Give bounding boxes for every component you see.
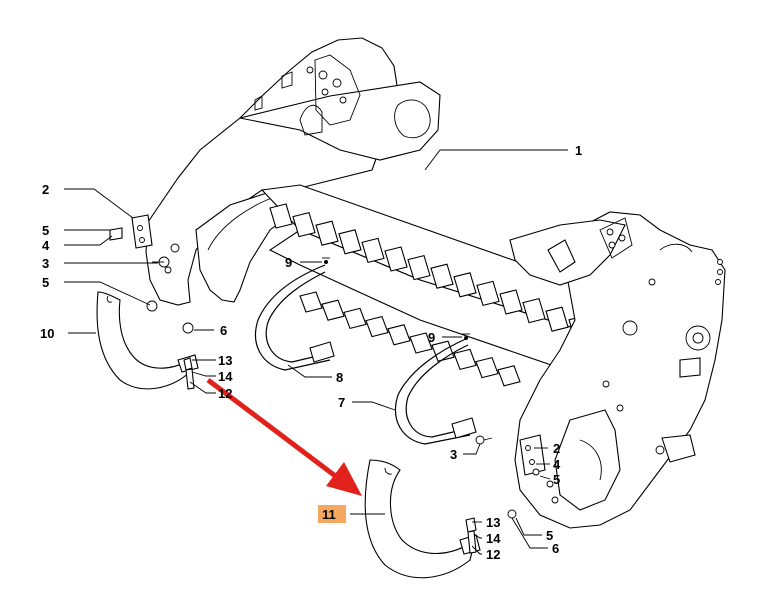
callout-9: 9 — [428, 330, 435, 345]
leader-3-right — [463, 443, 481, 455]
leader-5-bottom — [515, 517, 542, 536]
callout-4: 4 — [553, 457, 561, 472]
callout-1: 1 — [575, 143, 582, 158]
step-plate — [343, 307, 367, 330]
steps-lower-row — [299, 291, 521, 387]
leader-14-left — [191, 371, 216, 377]
callout-11: 11 — [322, 507, 336, 522]
callout-9: 9 — [285, 255, 292, 270]
callout-2: 2 — [553, 441, 560, 456]
callout-5: 5 — [546, 528, 553, 543]
leader-4-left — [64, 235, 113, 246]
step-plate — [409, 332, 433, 354]
bracket-left — [109, 214, 194, 334]
right-side-plate — [509, 211, 726, 529]
flap-right-11 — [364, 459, 481, 579]
callout-5: 5 — [42, 223, 49, 238]
callout-6: 6 — [552, 541, 559, 556]
callout-7: 7 — [338, 395, 345, 410]
leader-5-right — [539, 475, 551, 480]
step-plate — [407, 254, 431, 281]
callout-4: 4 — [42, 238, 50, 253]
step-plate — [522, 297, 546, 324]
leader-14-right — [473, 533, 482, 539]
step-plate — [453, 272, 477, 298]
callout-10: 10 — [40, 326, 54, 341]
callout-3: 3 — [450, 447, 457, 462]
callout-5: 5 — [42, 275, 49, 290]
leader-2-left — [64, 188, 134, 219]
step-plate — [545, 306, 569, 332]
leader-5-left — [64, 281, 151, 306]
step-plate — [365, 315, 389, 338]
callout-12: 12 — [218, 386, 232, 401]
step-plate — [475, 356, 499, 379]
step-plate — [361, 237, 385, 264]
callout-labels: 1 2 5 4 3 5 10 6 13 14 12 9 8 9 7 3 2 4 … — [40, 143, 582, 562]
leader-7 — [352, 401, 396, 411]
highlight-box-11 — [318, 505, 346, 523]
callout-12: 12 — [486, 547, 500, 562]
leader-8 — [287, 364, 332, 378]
callout-14: 14 — [486, 531, 501, 546]
leader-12-right — [471, 545, 482, 555]
leader-lines — [64, 149, 568, 555]
callout-6: 6 — [220, 323, 227, 338]
callout-5: 5 — [553, 472, 560, 487]
callout-14: 14 — [218, 369, 233, 384]
callout-8: 8 — [336, 370, 343, 385]
step-plate — [476, 280, 500, 307]
step-plate — [292, 211, 316, 238]
step-plate — [269, 203, 293, 229]
step-plate — [430, 263, 454, 289]
leader-6-right — [511, 517, 548, 549]
fasteners — [183, 257, 517, 554]
step-plate — [338, 229, 362, 255]
step-plate — [384, 246, 408, 272]
belt-lower-7 — [394, 337, 477, 445]
leader-12-left — [189, 381, 216, 394]
step-plate — [315, 220, 339, 246]
red-pointer-arrow — [206, 378, 362, 496]
step-plate — [499, 289, 523, 315]
step-plate — [453, 348, 477, 371]
step-plate — [299, 291, 323, 313]
callout-13: 13 — [486, 515, 500, 530]
step-plate — [497, 365, 521, 387]
callout-2: 2 — [42, 182, 49, 197]
step-plate — [321, 299, 345, 321]
callout-13: 13 — [218, 353, 232, 368]
belt-upper-8 — [254, 264, 335, 371]
callout-3: 3 — [42, 256, 49, 271]
leader-1 — [424, 149, 568, 171]
step-plate — [387, 324, 411, 346]
